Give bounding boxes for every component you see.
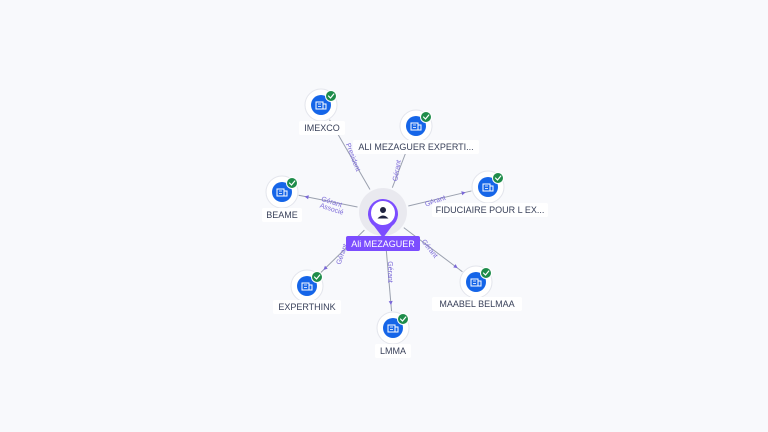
edge-label: Gérant bbox=[420, 238, 439, 259]
node-label-box bbox=[432, 203, 548, 217]
verified-check-icon bbox=[325, 90, 337, 102]
company-icon bbox=[482, 183, 494, 192]
company-node-imexco[interactable]: IMEXCO bbox=[299, 88, 345, 135]
center-label: Ali MEZAGUER bbox=[351, 239, 415, 249]
node-label: EXPERTHINK bbox=[278, 302, 335, 312]
verified-check-icon bbox=[286, 177, 298, 189]
company-node-ali-mezaguer-experti[interactable]: ALI MEZAGUER EXPERTI... bbox=[353, 109, 479, 154]
verified-check-icon bbox=[311, 271, 323, 283]
verified-check-icon bbox=[492, 172, 504, 184]
company-node-lmma[interactable]: LMMA bbox=[375, 311, 411, 358]
company-node-fiduciaire[interactable]: FIDUCIAIRE POUR L EX... bbox=[432, 170, 548, 217]
company-icon bbox=[315, 101, 327, 110]
center-label-box bbox=[346, 236, 420, 251]
company-node-maabel-belmaa[interactable]: MAABEL BELMAA bbox=[432, 265, 522, 311]
edge-label: Gérant bbox=[386, 261, 393, 282]
center-node[interactable]: Ali MEZAGUER bbox=[346, 188, 420, 251]
node-label: FIDUCIAIRE POUR L EX... bbox=[436, 205, 545, 215]
edge-arrow bbox=[461, 191, 466, 196]
node-label: ALI MEZAGUER EXPERTI... bbox=[358, 142, 473, 152]
company-node-beame[interactable]: BEAME bbox=[262, 175, 302, 222]
company-icon bbox=[410, 122, 422, 131]
node-label: IMEXCO bbox=[304, 123, 340, 133]
node-label-box bbox=[299, 121, 345, 135]
nodes-layer: IMEXCO ALI MEZAGUER EXPERTI... FIDUCIAIRE … bbox=[262, 88, 548, 358]
edge-arrow bbox=[453, 264, 458, 269]
node-disc bbox=[478, 177, 498, 197]
company-icon bbox=[387, 324, 399, 333]
node-label: BEAME bbox=[266, 210, 298, 220]
node-label-box bbox=[353, 140, 479, 154]
verified-check-icon bbox=[397, 313, 409, 325]
company-icon bbox=[470, 278, 482, 287]
verified-check-icon bbox=[480, 267, 492, 279]
company-icon bbox=[276, 188, 288, 197]
node-disc bbox=[383, 318, 403, 338]
edge-arrow bbox=[323, 265, 328, 270]
node-disc bbox=[311, 95, 331, 115]
edge-label: Gérant bbox=[392, 160, 403, 182]
node-disc bbox=[297, 276, 317, 296]
node-label: MAABEL BELMAA bbox=[439, 299, 514, 309]
company-icon bbox=[301, 282, 313, 291]
node-label-box bbox=[273, 300, 341, 314]
edge-arrow bbox=[388, 300, 393, 306]
node-label-box bbox=[432, 297, 522, 311]
node-disc bbox=[466, 272, 486, 292]
edge-line bbox=[403, 227, 463, 273]
company-node-experthink[interactable]: EXPERTHINK bbox=[273, 269, 341, 314]
node-disc bbox=[406, 116, 426, 136]
node-label-box bbox=[262, 208, 302, 222]
person-icon bbox=[377, 207, 389, 219]
edge-arrow bbox=[304, 195, 309, 200]
node-label-box bbox=[375, 344, 411, 358]
edge-line bbox=[408, 190, 472, 207]
node-label: LMMA bbox=[380, 346, 406, 356]
node-disc bbox=[272, 182, 292, 202]
verified-check-icon bbox=[420, 111, 432, 123]
